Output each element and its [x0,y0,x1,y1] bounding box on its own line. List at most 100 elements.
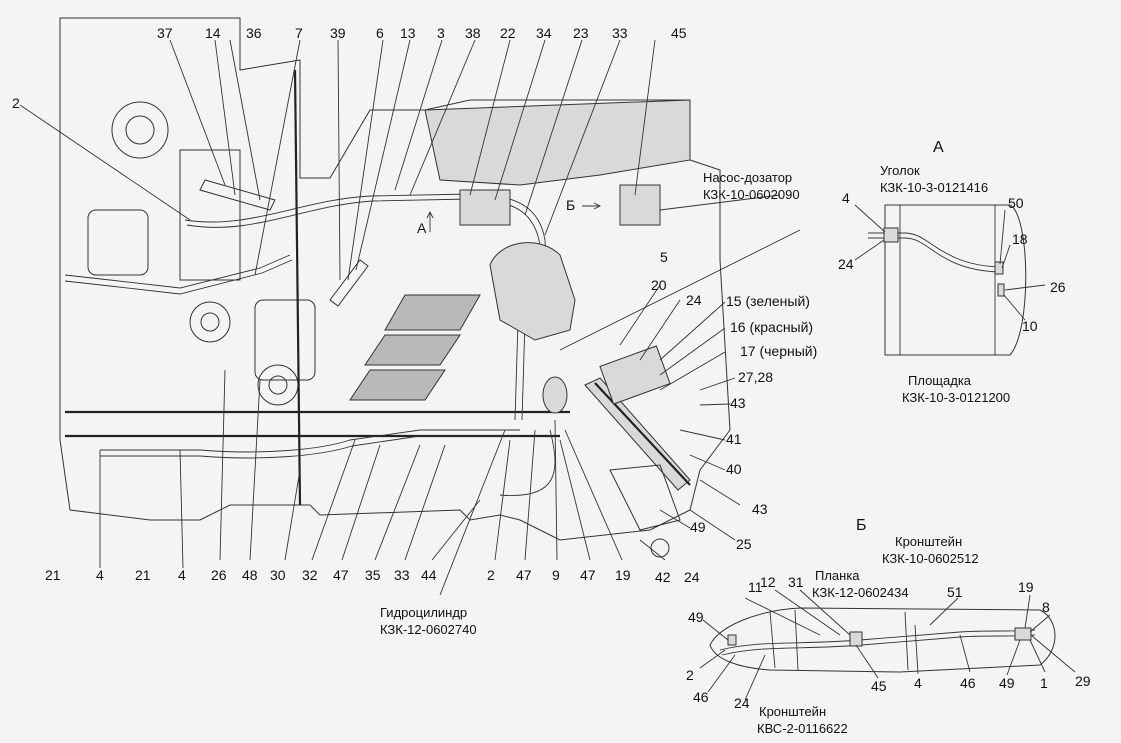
hose-bottom [100,429,520,453]
view-a: А Уголок КЗК-10-3-0121416 4 24 50 18 26 … [838,139,1066,405]
callout-32: 32 [302,567,318,583]
lower-bracket [609,464,681,531]
callout-20: 20 [651,277,667,293]
callout-6: 6 [376,25,384,41]
frame-outline [59,17,731,541]
view-b-callout-19: 19 [1018,579,1034,595]
callout-40: 40 [726,461,742,477]
callout-49-right: 49 [690,519,706,535]
view-b-bracket2-title: Кронштейн [759,704,826,719]
panel-mid [254,299,316,381]
view-b-callout-49-right: 49 [999,675,1015,691]
callout-2-left: 2 [12,95,20,111]
view-a-platform-outline [884,204,1027,356]
left-box [87,209,149,276]
view-b-title: Б [856,517,867,534]
arrow-b [582,202,602,210]
callout-43-lower: 43 [752,501,768,517]
callout-44: 44 [421,567,437,583]
view-b-hose [719,629,1036,651]
callout-47-b: 47 [516,567,532,583]
view-a-pipe [868,232,1001,268]
hose-to-valve [499,429,556,496]
view-b-callout-4: 4 [914,675,922,691]
callout-47-c: 47 [580,567,596,583]
hose-left-2 [64,259,293,295]
callout-39: 39 [330,25,346,41]
wheel-hub [111,101,169,159]
engine-block [424,99,691,186]
callout-37: 37 [157,25,173,41]
pump-top [619,184,661,226]
view-b-callout-31: 31 [788,574,804,590]
view-b-callout-2: 2 [686,667,694,683]
view-a-callout-26: 26 [1050,279,1066,295]
callouts-right: 5 20 24 15 (зеленый) 16 (красный) 17 (че… [651,249,817,552]
callouts-bottom: 21 4 21 4 26 48 30 32 47 35 33 44 2 47 9… [45,567,700,585]
leader-lines [19,39,801,596]
plate-1 [384,294,481,331]
callout-27-28: 27,28 [738,369,773,385]
callout-35: 35 [365,567,381,583]
callout-25: 25 [736,536,752,552]
callout-16-red: 16 (красный) [730,319,813,335]
plate-3 [349,369,446,401]
callouts-top: 37 14 36 7 39 6 13 3 38 22 34 23 33 45 [157,25,687,41]
callout-2-bottom: 2 [487,567,495,583]
callout-42: 42 [655,569,671,585]
callout-33: 33 [612,25,628,41]
view-a-callout-50: 50 [1008,195,1024,211]
view-b-callout-49-left: 49 [688,609,704,625]
lever [199,179,276,211]
callout-24-right: 24 [686,292,702,308]
callout-5: 5 [660,249,668,265]
callout-23: 23 [573,25,589,41]
callout-13: 13 [400,25,416,41]
hose-left [64,254,291,289]
view-b-callout-12: 12 [760,574,776,590]
callout-4-b: 4 [178,567,186,583]
callout-47-a: 47 [333,567,349,583]
callout-3: 3 [437,25,445,41]
cylinder-title: Гидроцилиндр [380,605,467,620]
pump-code: КЗК-10-0602090 [703,187,800,202]
callout-43-upper: 43 [730,395,746,411]
callout-33-bottom: 33 [394,567,410,583]
callout-21-a: 21 [45,567,61,583]
callout-36: 36 [246,25,262,41]
view-b-clamp-2 [1014,627,1032,641]
callout-15-green: 15 (зеленый) [726,293,810,309]
callout-48: 48 [242,567,258,583]
pulley-left [189,301,231,343]
view-a-angle-code: КЗК-10-3-0121416 [880,180,988,195]
side-rail [293,69,302,506]
callout-34: 34 [536,25,552,41]
left-panel [179,149,241,281]
view-b-clamp-1 [849,631,863,647]
cylinder-code: КЗК-12-0602740 [380,622,477,637]
view-a-platform-title: Площадка [908,373,972,388]
callout-26: 26 [211,567,227,583]
callout-17-black: 17 (черный) [740,343,817,359]
pulley-mid-inner [268,375,288,395]
main-view [59,17,731,558]
hose-bottom-2 [100,435,520,459]
filter [542,376,568,414]
plate-2 [364,334,461,366]
view-marker-a: А [417,220,427,236]
view-b-clamp-3 [727,634,737,646]
callout-4-a: 4 [96,567,104,583]
callout-22: 22 [500,25,516,41]
view-b-bracket1-title: Кронштейн [895,534,962,549]
view-b-callout-29: 29 [1075,673,1091,689]
view-b-callout-1: 1 [1040,675,1048,691]
callout-9: 9 [552,567,560,583]
hose-top [184,193,549,301]
centre-hump [489,242,576,341]
view-a-fitting [883,227,899,243]
view-b-bracket2-code: КВС-2-0116622 [757,721,848,736]
view-b-callout-45: 45 [871,678,887,694]
callout-45: 45 [671,25,687,41]
view-b-callout-24: 24 [734,695,750,711]
